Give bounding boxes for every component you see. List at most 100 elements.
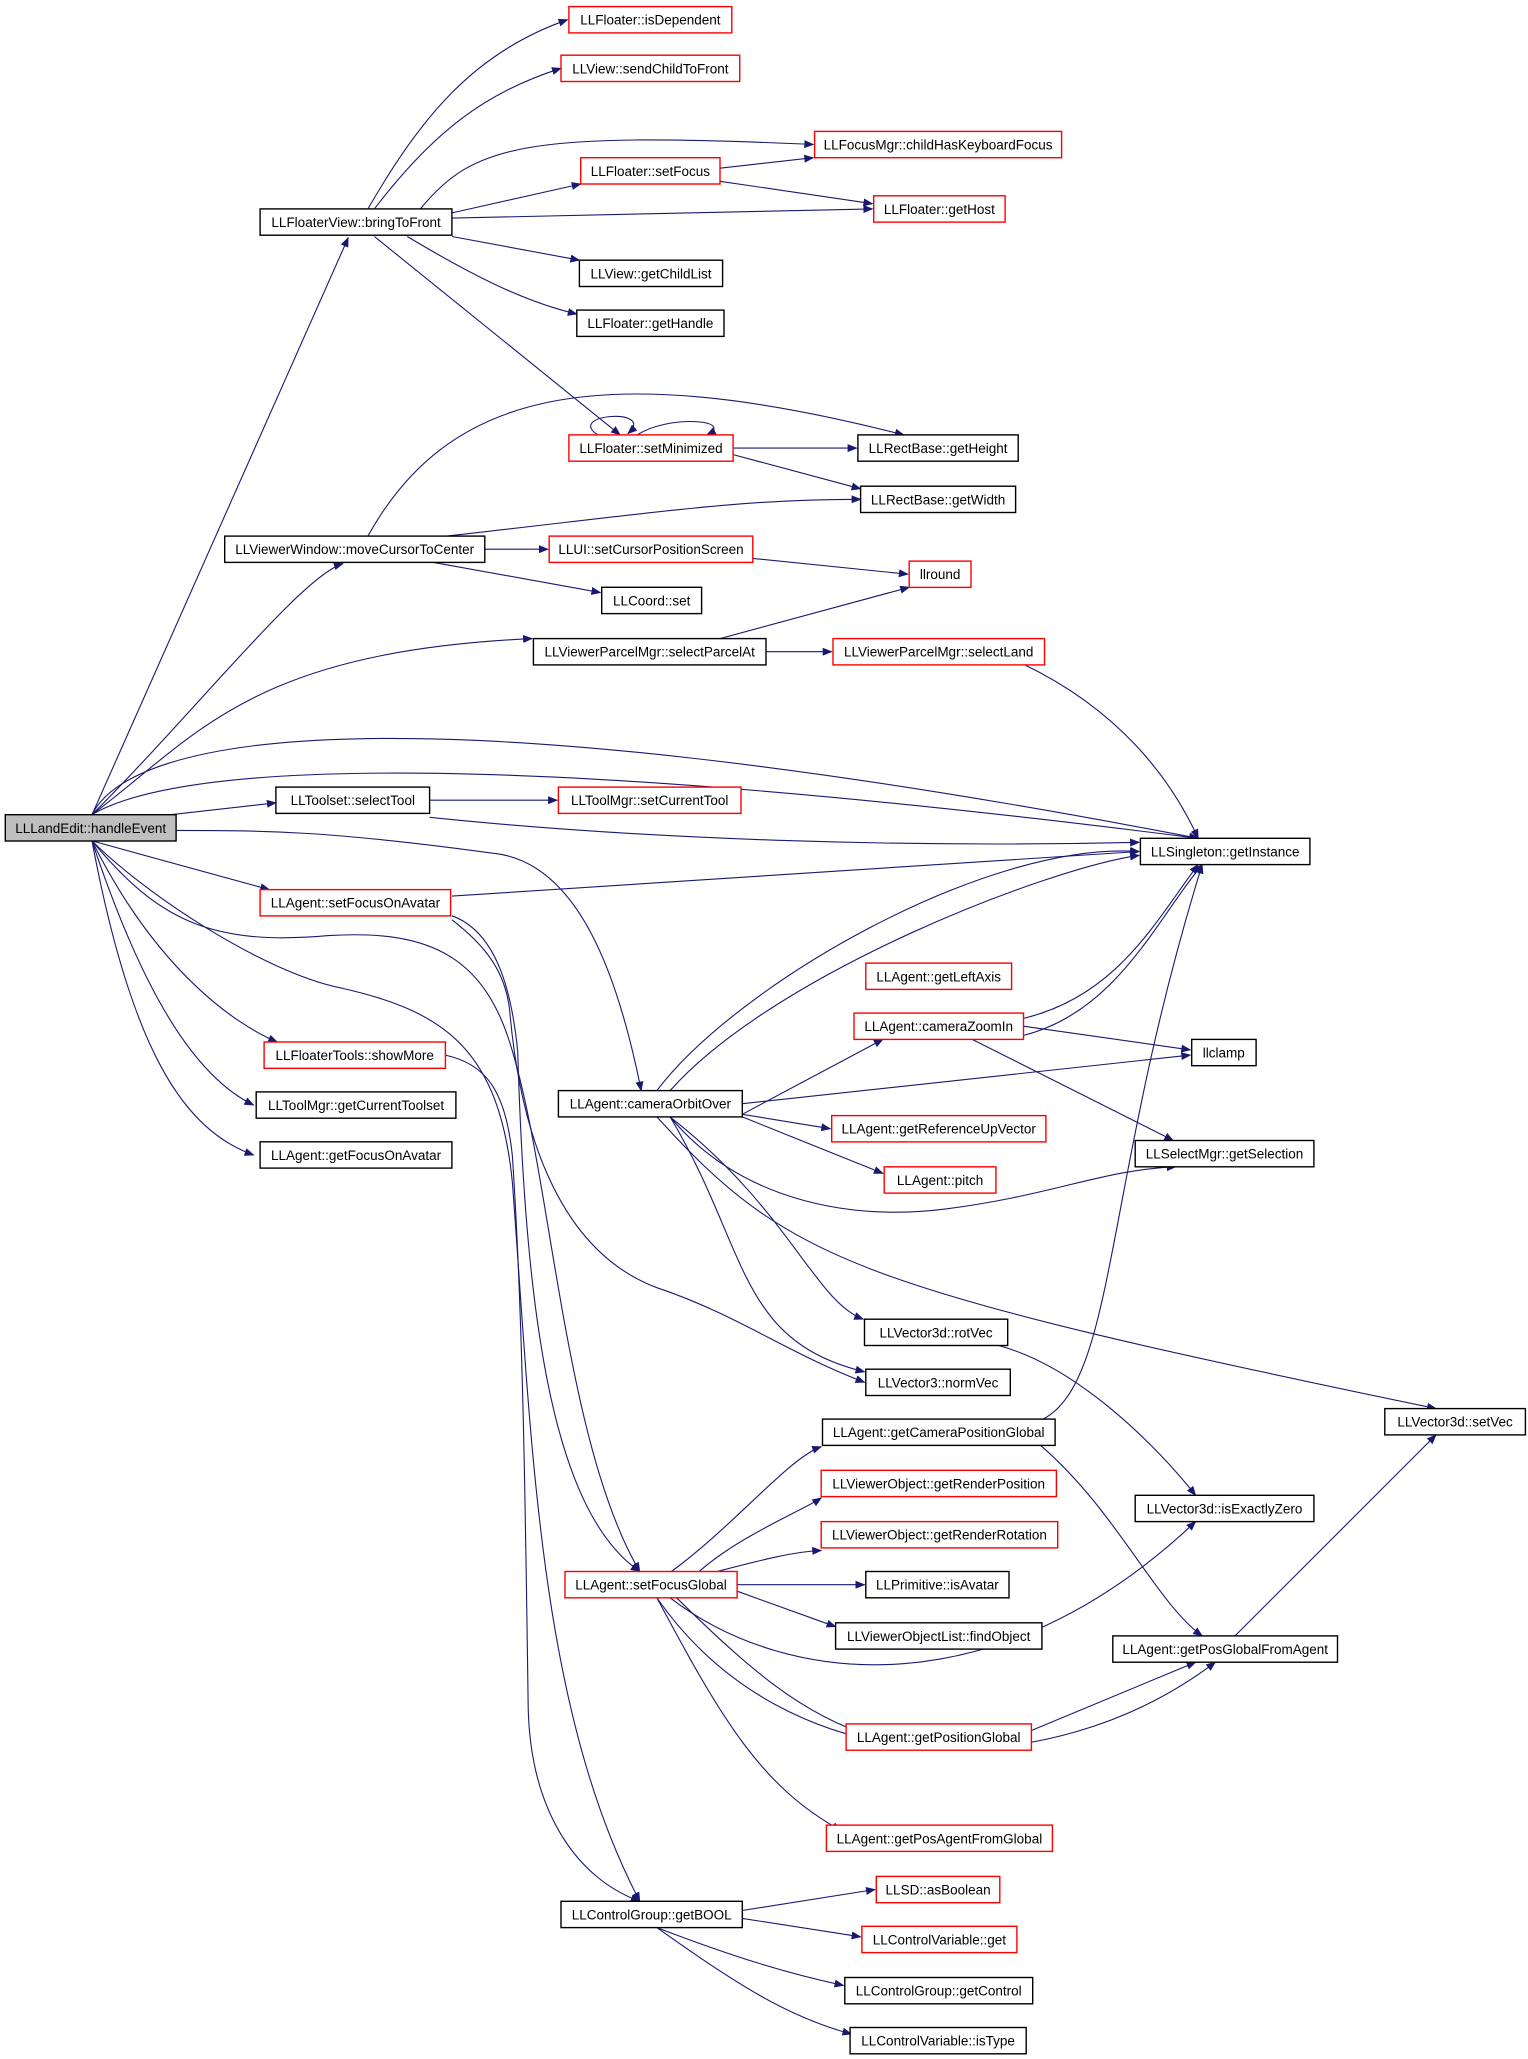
node-coord-set[interactable]: LLCoord::set — [601, 586, 703, 615]
node-box — [578, 259, 724, 288]
node-get-render-rotation[interactable]: LLViewerObject::getRenderRotation — [820, 1520, 1059, 1549]
node-get-position-global[interactable]: LLAgent::getPositionGlobal — [845, 1723, 1033, 1751]
node-label: LLFloater::isDependent — [580, 13, 721, 28]
node-get-instance[interactable]: LLSingleton::getInstance — [1139, 837, 1311, 866]
node-get-render-position[interactable]: LLViewerObject::getRenderPosition — [820, 1469, 1058, 1498]
call-edge — [374, 236, 621, 436]
call-edge — [1040, 1444, 1204, 1637]
node-get-height[interactable]: LLRectBase::getHeight — [857, 434, 1019, 462]
node-box — [4, 814, 177, 842]
node-label: LLAgent::cameraOrbitOver — [570, 1097, 732, 1112]
node-get-current-toolset[interactable]: LLToolMgr::getCurrentToolset — [255, 1091, 457, 1119]
node-set-focus[interactable]: LLFloater::setFocus — [580, 156, 721, 185]
node-box — [263, 1041, 447, 1069]
node-handle-event[interactable]: LLLandEdit::handleEvent — [4, 814, 177, 842]
node-set-current-tool[interactable]: LLToolMgr::setCurrentTool — [557, 786, 742, 815]
node-pitch[interactable]: LLAgent::pitch — [883, 1166, 997, 1194]
node-label: LLViewerObjectList::findObject — [847, 1629, 1031, 1644]
node-camera-zoom-in[interactable]: LLAgent::cameraZoomIn — [853, 1012, 1025, 1041]
call-edge — [656, 1927, 845, 1988]
call-edge — [998, 1344, 1197, 1497]
node-get-child-list[interactable]: LLView::getChildList — [578, 259, 724, 288]
node-label: LLPrimitive::isAvatar — [876, 1578, 999, 1593]
node-move-cursor-to-center[interactable]: LLViewerWindow::moveCursorToCenter — [223, 535, 486, 564]
call-edge — [451, 919, 866, 1383]
node-set-cursor-position-screen[interactable]: LLUI::setCursorPositionScreen — [548, 535, 754, 564]
node-box — [601, 586, 703, 615]
node-set-focus-global[interactable]: LLAgent::setFocusGlobal — [564, 1570, 738, 1599]
node-get-width[interactable]: LLRectBase::getWidth — [859, 485, 1017, 514]
node-get-selection[interactable]: LLSelectMgr::getSelection — [1134, 1139, 1315, 1168]
node-box — [820, 1469, 1058, 1498]
call-edge — [719, 585, 911, 640]
node-as-boolean[interactable]: LLSD::asBoolean — [875, 1875, 1001, 1904]
node-get-bool[interactable]: LLControlGroup::getBOOL — [560, 1900, 744, 1929]
call-edge — [91, 840, 255, 1106]
call-edge — [429, 816, 1141, 847]
node-box — [873, 195, 1006, 223]
node-box — [548, 535, 754, 564]
node-box — [1190, 1038, 1257, 1067]
node-child-has-keyboard-focus[interactable]: LLFocusMgr::childHasKeyboardFocus — [813, 130, 1063, 159]
node-bring-to-front[interactable]: LLFloaterView::bringToFront — [259, 208, 453, 236]
node-box — [853, 1012, 1025, 1041]
node-is-type[interactable]: LLControlVariable::isType — [849, 2026, 1027, 2055]
node-set-minimized[interactable]: LLFloater::setMinimized — [568, 434, 734, 462]
edge-layer — [91, 18, 1437, 2036]
node-label: LLControlVariable::get — [873, 1932, 1007, 1947]
call-edge — [451, 205, 874, 219]
call-edge — [1024, 664, 1199, 840]
node-box — [813, 130, 1063, 159]
node-norm-vec[interactable]: LLVector3::normVec — [865, 1368, 1011, 1397]
node-camera-orbit-over[interactable]: LLAgent::cameraOrbitOver — [557, 1089, 744, 1118]
node-box — [560, 54, 741, 83]
node-get-reference-up-vector[interactable]: LLAgent::getReferenceUpVector — [831, 1114, 1047, 1143]
call-edge — [419, 139, 815, 210]
node-get-handle[interactable]: LLFloater::getHandle — [576, 309, 725, 338]
call-edge — [407, 236, 578, 316]
node-get-camera-position-global[interactable]: LLAgent::getCameraPositionGlobal — [821, 1418, 1056, 1447]
node-get-left-axis[interactable]: LLAgent::getLeftAxis — [865, 962, 1013, 991]
call-edge — [742, 1052, 1192, 1105]
node-get-control[interactable]: LLControlGroup::getControl — [844, 1976, 1034, 2005]
node-box — [560, 1900, 744, 1929]
node-select-land[interactable]: LLViewerParcelMgr::selectLand — [832, 637, 1046, 666]
node-box — [865, 1570, 1010, 1599]
node-is-dependent[interactable]: LLFloater::isDependent — [568, 5, 733, 34]
node-box — [863, 1318, 1009, 1347]
node-box — [564, 1570, 738, 1599]
node-send-child-to-front[interactable]: LLView::sendChildToFront — [560, 54, 741, 83]
node-llround[interactable]: llround — [908, 560, 972, 589]
node-label: LLToolMgr::getCurrentToolset — [268, 1098, 444, 1113]
node-get-focus-on-avatar[interactable]: LLAgent::getFocusOnAvatar — [259, 1141, 453, 1169]
node-is-exactly-zero[interactable]: LLVector3d::isExactlyZero — [1134, 1494, 1315, 1523]
node-box — [557, 786, 742, 815]
node-label: LLFloaterTools::showMore — [276, 1048, 434, 1063]
node-find-object[interactable]: LLViewerObjectList::findObject — [834, 1622, 1043, 1650]
node-label: LLViewerParcelMgr::selectLand — [844, 645, 1033, 660]
node-is-avatar[interactable]: LLPrimitive::isAvatar — [865, 1570, 1010, 1599]
node-show-more[interactable]: LLFloaterTools::showMore — [263, 1041, 447, 1069]
node-select-parcel-at[interactable]: LLViewerParcelMgr::selectParcelAt — [532, 637, 767, 666]
node-get-pos-global-from-agent[interactable]: LLAgent::getPosGlobalFromAgent — [1112, 1635, 1339, 1663]
node-get-host[interactable]: LLFloater::getHost — [873, 195, 1006, 223]
node-label: LLAgent::getFocusOnAvatar — [271, 1148, 442, 1163]
node-label: LLViewerObject::getRenderPosition — [832, 1477, 1045, 1492]
call-edge — [1234, 1434, 1437, 1637]
node-llclamp[interactable]: llclamp — [1190, 1038, 1257, 1067]
node-set-focus-on-avatar[interactable]: LLAgent::setFocusOnAvatar — [259, 888, 452, 917]
call-edge — [91, 236, 349, 815]
node-set-vec[interactable]: LLVector3d::setVec — [1384, 1407, 1527, 1436]
node-rot-vec[interactable]: LLVector3d::rotVec — [863, 1318, 1009, 1347]
node-control-variable-get[interactable]: LLControlVariable::get — [861, 1925, 1018, 1954]
call-edge — [695, 1497, 823, 1575]
call-edge — [669, 1116, 1177, 1213]
node-label: llclamp — [1203, 1046, 1245, 1061]
node-select-tool[interactable]: LLToolset::selectTool — [275, 786, 431, 815]
node-label: LLViewerObject::getRenderRotation — [832, 1528, 1047, 1543]
node-get-pos-agent-from-global[interactable]: LLAgent::getPosAgentFromGlobal — [825, 1824, 1054, 1853]
node-label: LLFloater::setMinimized — [579, 441, 722, 456]
call-edge — [742, 1038, 884, 1115]
